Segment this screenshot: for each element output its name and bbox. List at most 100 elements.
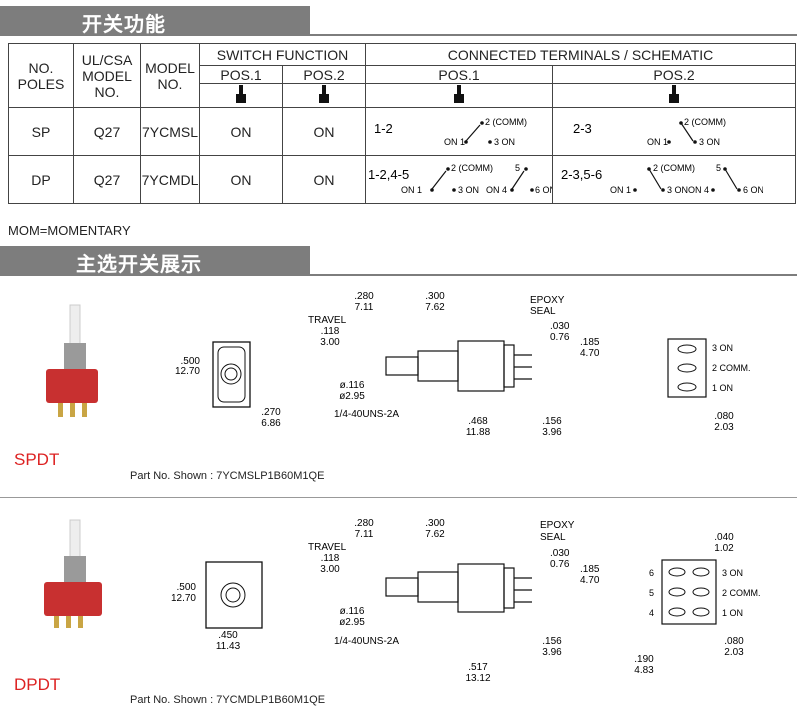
cell-terminals-pos1: 1-2,4-5 2 (COMM) ON 1 3 ON 5 ON 4 6 ON	[365, 155, 553, 204]
actuator-pos2-icon	[552, 83, 796, 108]
svg-text:.450: .450	[218, 630, 238, 641]
svg-text:5: 5	[649, 588, 654, 598]
dpdt-drawing: .500 12.70 .450 11.43 .280 7.11 .300 7.6…	[44, 518, 761, 684]
svg-text:ON 1: ON 1	[401, 185, 422, 195]
cell-pos2: ON	[282, 107, 366, 156]
cell-pos1: ON	[199, 107, 283, 156]
svg-text:ON 4: ON 4	[688, 185, 709, 195]
svg-text:2 (COMM): 2 (COMM)	[485, 117, 527, 127]
section-title: 主选开关展示	[76, 252, 202, 276]
header-switch-function: SWITCH FUNCTION	[199, 43, 366, 66]
cell-terminals-pos2: 2-3 2 (COMM) ON 1 3 ON	[552, 107, 796, 156]
svg-text:.080: .080	[714, 411, 734, 422]
svg-text:SEAL: SEAL	[540, 532, 566, 543]
svg-text:2-3: 2-3	[573, 121, 592, 136]
svg-text:ø.116: ø.116	[340, 606, 365, 617]
dpdt-part-number: Part No. Shown : 7YCMDLP1B60M1QE	[130, 694, 326, 706]
section-header-functions: 开关功能	[0, 6, 797, 36]
svg-text:.030: .030	[550, 548, 570, 559]
svg-text:3 ON: 3 ON	[699, 137, 720, 147]
svg-text:2 COMM.: 2 COMM.	[722, 588, 761, 598]
svg-text:7.11: 7.11	[355, 529, 374, 540]
dpdt-switch-photo	[44, 519, 102, 628]
svg-text:1/4-40UNS-2A: 1/4-40UNS-2A	[334, 636, 399, 647]
svg-text:.300: .300	[425, 518, 445, 529]
svg-text:.080: .080	[724, 636, 744, 647]
svg-text:1 ON: 1 ON	[722, 608, 743, 618]
svg-text:.280: .280	[354, 291, 374, 302]
svg-text:.030: .030	[550, 321, 570, 332]
svg-text:3.96: 3.96	[542, 427, 562, 438]
cell-pos1: ON	[199, 155, 283, 204]
header-ct-pos2: POS.2	[552, 65, 796, 84]
svg-text:3 ON: 3 ON	[494, 137, 515, 147]
svg-text:ø2.95: ø2.95	[339, 391, 365, 402]
header-no-poles: NO.POLES	[8, 43, 74, 108]
svg-text:1 ON: 1 ON	[712, 383, 733, 393]
svg-text:.190: .190	[634, 654, 654, 665]
svg-text:.500: .500	[177, 582, 197, 593]
cell-ul: Q27	[73, 155, 141, 204]
svg-text:ø.116: ø.116	[340, 380, 365, 391]
svg-text:6: 6	[649, 568, 654, 578]
momentary-note: MOM=MOMENTARY	[8, 223, 131, 238]
svg-text:.040: .040	[714, 532, 734, 543]
svg-text:.118: .118	[321, 553, 340, 564]
header-sf-pos1: POS.1	[199, 65, 283, 84]
svg-text:3.00: 3.00	[320, 337, 340, 348]
svg-text:.185: .185	[580, 337, 600, 348]
svg-text:6 ON: 6 ON	[743, 185, 763, 195]
svg-text:.468: .468	[468, 416, 488, 427]
cell-pos2: ON	[282, 155, 366, 204]
svg-text:4.83: 4.83	[634, 665, 654, 676]
divider	[0, 497, 797, 498]
svg-text:1.02: 1.02	[714, 543, 734, 554]
table-row: DP Q27 7YCMDL ON ON 1-2,4-5 2 (COMM) ON …	[8, 155, 796, 204]
svg-text:2 (COMM): 2 (COMM)	[653, 163, 695, 173]
cell-model: 7YCMSL	[140, 107, 200, 156]
svg-text:6 ON: 6 ON	[535, 185, 552, 195]
svg-text:3 ON: 3 ON	[722, 568, 743, 578]
svg-text:3.00: 3.00	[320, 564, 340, 575]
svg-text:4: 4	[649, 608, 654, 618]
svg-text:TRAVEL: TRAVEL	[308, 542, 347, 553]
svg-text:4.70: 4.70	[580, 348, 600, 359]
svg-text:ON 1: ON 1	[610, 185, 631, 195]
spdt-part-number: Part No. Shown : 7YCMSLP1B60M1QE	[130, 470, 325, 482]
svg-text:1/4-40UNS-2A: 1/4-40UNS-2A	[334, 409, 399, 420]
dpdt-label: DPDT	[14, 675, 61, 694]
svg-text:1-2,4-5: 1-2,4-5	[368, 167, 409, 182]
svg-text:12.70: 12.70	[171, 593, 196, 604]
svg-text:.300: .300	[425, 291, 445, 302]
svg-text:0.76: 0.76	[550, 332, 570, 343]
cell-model: 7YCMDL	[140, 155, 200, 204]
cell-poles: SP	[8, 107, 74, 156]
cell-terminals-pos1: 1-2 2 (COMM) ON 1 3 ON	[365, 107, 553, 156]
actuator-pos2-icon	[282, 83, 366, 108]
svg-text:.185: .185	[580, 564, 600, 575]
svg-text:SEAL: SEAL	[530, 306, 556, 317]
svg-text:TRAVEL: TRAVEL	[308, 315, 347, 326]
svg-text:2.03: 2.03	[714, 422, 734, 433]
svg-text:ON 4: ON 4	[486, 185, 507, 195]
svg-text:0.76: 0.76	[550, 559, 570, 570]
svg-text:.156: .156	[542, 636, 562, 647]
header-sf-pos2: POS.2	[282, 65, 366, 84]
svg-text:13.12: 13.12	[465, 673, 490, 684]
svg-text:12.70: 12.70	[175, 366, 200, 377]
svg-text:2 (COMM): 2 (COMM)	[684, 117, 726, 127]
svg-text:1-2: 1-2	[374, 121, 393, 136]
svg-text:2 (COMM): 2 (COMM)	[451, 163, 493, 173]
svg-text:6.86: 6.86	[261, 418, 281, 429]
cell-ul: Q27	[73, 107, 141, 156]
svg-text:.280: .280	[354, 518, 374, 529]
svg-text:2 COMM.: 2 COMM.	[712, 363, 751, 373]
svg-text:5: 5	[716, 163, 721, 173]
section-title: 开关功能	[82, 12, 166, 36]
cell-poles: DP	[8, 155, 74, 204]
svg-text:5: 5	[515, 163, 520, 173]
svg-text:4.70: 4.70	[580, 575, 600, 586]
